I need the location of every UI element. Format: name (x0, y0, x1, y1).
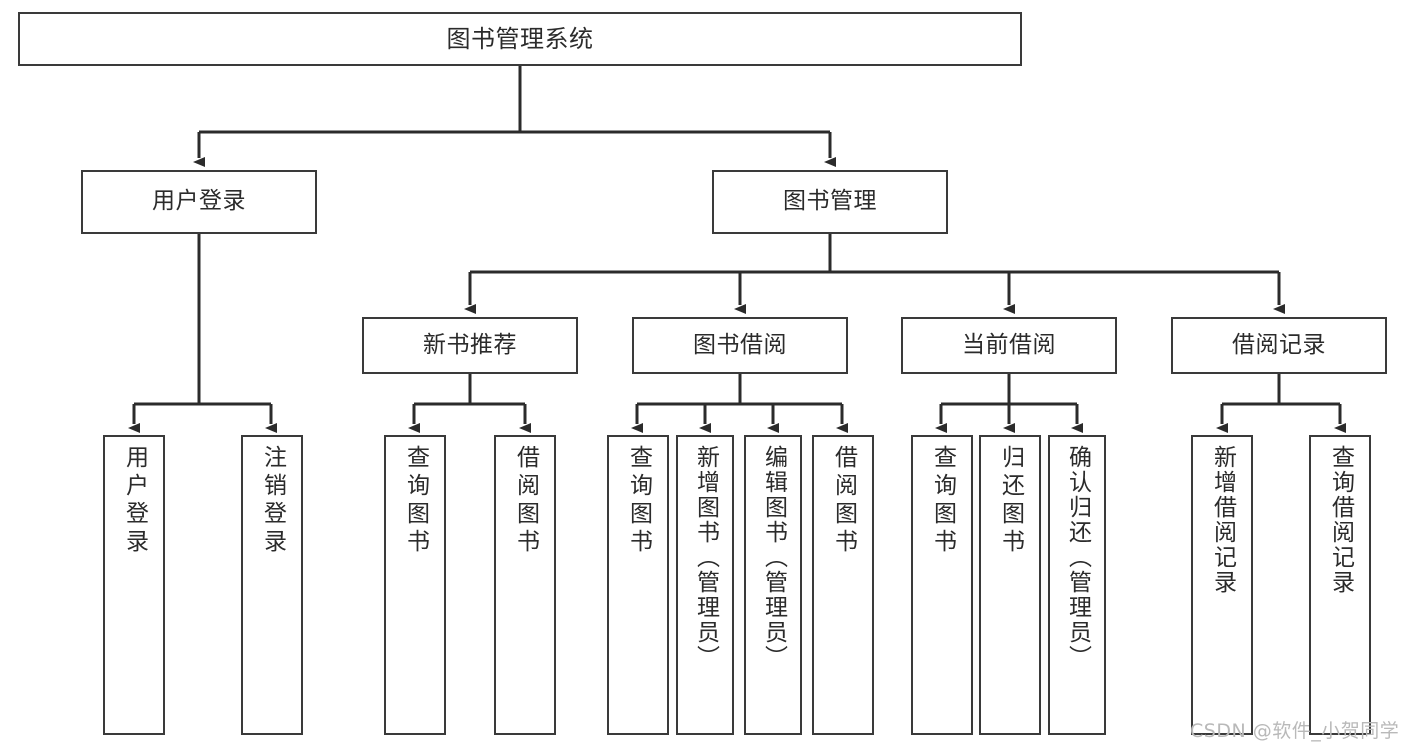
leaf-query-books-current[interactable]: 查询图书 (911, 435, 973, 735)
leaf-logout[interactable]: 注销登录 (241, 435, 303, 735)
node-label: 查询图书 (929, 445, 956, 557)
leaf-user-login[interactable]: 用户登录 (103, 435, 165, 735)
node-label: 查询图书 (625, 445, 652, 557)
node-user-login[interactable]: 用户登录 (81, 170, 317, 234)
node-label: 图书管理系统 (446, 24, 594, 53)
node-new-book-recommendation[interactable]: 新书推荐 (362, 317, 578, 374)
node-label: 新增借阅记录 (1209, 445, 1236, 595)
node-label: 图书管理 (783, 188, 877, 215)
csdn-watermark: CSDN @软件_小贺同学 (1190, 720, 1400, 742)
node-label: 图书借阅 (693, 331, 787, 358)
leaf-borrow-books-recommend[interactable]: 借阅图书 (494, 435, 556, 735)
leaf-add-borrow-record[interactable]: 新增借阅记录 (1191, 435, 1253, 735)
leaf-edit-book-admin[interactable]: 编辑图书（管理员） (744, 435, 802, 735)
node-label: 查询图书 (402, 445, 429, 557)
leaf-query-books-borrow[interactable]: 查询图书 (607, 435, 669, 735)
leaf-return-books[interactable]: 归还图书 (979, 435, 1041, 735)
leaf-query-borrow-record[interactable]: 查询借阅记录 (1309, 435, 1371, 735)
node-book-management[interactable]: 图书管理 (712, 170, 948, 234)
node-book-borrow[interactable]: 图书借阅 (632, 317, 848, 374)
node-label: 新增图书（管理员） (692, 445, 719, 670)
leaf-add-book-admin[interactable]: 新增图书（管理员） (676, 435, 734, 735)
node-borrow-records[interactable]: 借阅记录 (1171, 317, 1387, 374)
node-label: 当前借阅 (962, 331, 1056, 358)
node-label: 归还图书 (997, 445, 1024, 557)
node-label: 编辑图书（管理员） (760, 445, 787, 670)
node-label: 查询借阅记录 (1327, 445, 1354, 595)
node-label: 注销登录 (259, 445, 286, 557)
node-label: 借阅记录 (1232, 331, 1326, 358)
node-root-system[interactable]: 图书管理系统 (18, 12, 1022, 66)
node-label: 新书推荐 (423, 331, 517, 358)
node-label: 用户登录 (121, 445, 148, 557)
leaf-query-books-recommend[interactable]: 查询图书 (384, 435, 446, 735)
node-label: 确认归还（管理员） (1064, 445, 1091, 670)
leaf-confirm-return-admin[interactable]: 确认归还（管理员） (1048, 435, 1106, 735)
leaf-borrow-books[interactable]: 借阅图书 (812, 435, 874, 735)
node-label: 用户登录 (152, 188, 246, 215)
node-current-borrow[interactable]: 当前借阅 (901, 317, 1117, 374)
node-label: 借阅图书 (830, 445, 857, 557)
node-label: 借阅图书 (512, 445, 539, 557)
